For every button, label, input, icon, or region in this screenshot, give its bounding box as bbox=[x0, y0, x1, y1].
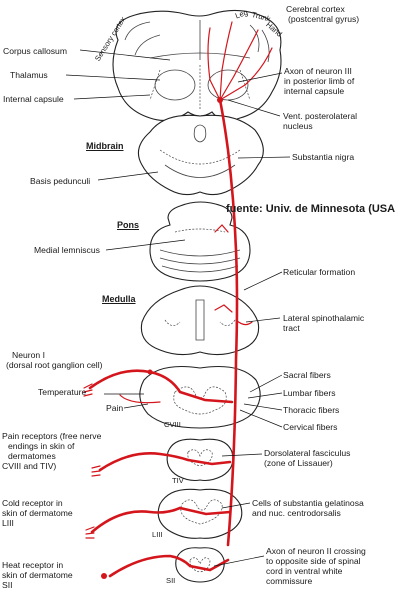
pain-receptors-label-4: CVIII and TIV) bbox=[2, 461, 57, 471]
axon-neuron-iii-label-3: internal capsule bbox=[284, 86, 345, 96]
spinal-cord-tiv bbox=[166, 438, 234, 482]
basis-pedunculi-label: Basis pedunculi bbox=[30, 176, 91, 186]
medulla-label: Medulla bbox=[102, 294, 136, 304]
cold-receptor-label-1: Cold receptor in bbox=[2, 498, 63, 508]
axon-neuron-ii-label-4: commissure bbox=[266, 576, 313, 586]
medial-lemniscus-label: Medial lemniscus bbox=[34, 245, 100, 255]
pain-receptors-label-1: Pain receptors (free nerve bbox=[2, 431, 102, 441]
pons-label: Pons bbox=[117, 220, 140, 230]
axon-neuron-ii-label-2: to opposite side of spinal bbox=[266, 556, 361, 566]
lateral-spinothalamic-label-1: Lateral spinothalamic bbox=[283, 313, 365, 323]
cviii-level-label: CVIII bbox=[164, 420, 181, 429]
neuron-tiv bbox=[91, 452, 232, 477]
lateral-spinothalamic-label-2: tract bbox=[283, 323, 300, 333]
substantia-gelatinosa-label-1: Cells of substantia gelatinosa bbox=[252, 498, 364, 508]
midbrain-label: Midbrain bbox=[86, 141, 124, 151]
cold-receptor-label-2: skin of dermatome bbox=[2, 508, 73, 518]
lumbar-fibers-label: Lumbar fibers bbox=[283, 388, 336, 398]
substantia-gelatinosa-label-2: and nuc. centrodorsalis bbox=[252, 508, 341, 518]
dorsolateral-fasciculus-label-2: (zone of Lissauer) bbox=[264, 458, 333, 468]
temperature-label: Temperature bbox=[38, 387, 87, 397]
pain-receptors-label-3: dermatomes bbox=[8, 451, 56, 461]
substantia-nigra-label: Substantia nigra bbox=[292, 152, 355, 162]
reticular-formation-label: Reticular formation bbox=[283, 267, 356, 277]
pain-receptors-label-2: endings in skin of bbox=[8, 441, 75, 451]
neuron-i-cviii bbox=[83, 369, 234, 404]
pons-section bbox=[149, 201, 251, 282]
internal-capsule-label: Internal capsule bbox=[3, 94, 64, 104]
leader-lines bbox=[65, 49, 291, 567]
tiv-level-label: TIV bbox=[172, 476, 184, 485]
medulla-section bbox=[140, 285, 260, 356]
cerebral-cortex-label: Cerebral cortex bbox=[286, 4, 345, 14]
liii-level-label: LIII bbox=[152, 530, 163, 539]
thoracic-fibers-label: Thoracic fibers bbox=[283, 405, 340, 415]
brain-coronal-section bbox=[112, 9, 282, 121]
cervical-fibers-label: Cervical fibers bbox=[283, 422, 338, 432]
neuron-i-label: Neuron I bbox=[12, 350, 45, 360]
thalamus-label: Thalamus bbox=[10, 70, 48, 80]
pain-label: Pain bbox=[106, 403, 124, 413]
axon-neuron-ii-label-3: cord in ventral white bbox=[266, 566, 343, 576]
sacral-fibers-label: Sacral fibers bbox=[283, 370, 331, 380]
heat-receptor-label-2: skin of dermatome bbox=[2, 570, 73, 580]
spinothalamic-pathway bbox=[207, 21, 273, 547]
neuron-liii bbox=[85, 506, 232, 539]
axon-neuron-iii-label-1: Axon of neuron III bbox=[284, 66, 352, 76]
sii-level-label: SII bbox=[166, 576, 176, 585]
neuron-sii bbox=[101, 554, 230, 579]
postcentral-gyrus-label: (postcentral gyrus) bbox=[288, 14, 360, 24]
vpl-nucleus-label-1: Vent. posterolateral bbox=[283, 111, 358, 121]
axon-neuron-iii-label-2: in posterior limb of bbox=[284, 76, 355, 86]
dorsolateral-fasciculus-label-1: Dorsolateral fasciculus bbox=[264, 448, 351, 458]
corpus-callosum-label: Corpus callosum bbox=[3, 46, 67, 56]
heat-receptor-label-3: SII bbox=[2, 580, 13, 590]
dorsal-root-ganglion-label: (dorsal root ganglion cell) bbox=[6, 360, 103, 370]
source-credit: fuente: Univ. de Minnesota (USA bbox=[226, 203, 396, 215]
cold-receptor-label-3: LIII bbox=[2, 518, 14, 528]
midbrain-section bbox=[137, 114, 264, 196]
heat-receptor-label-1: Heat receptor in bbox=[2, 560, 64, 570]
axon-neuron-ii-label-1: Axon of neuron II crossing bbox=[266, 546, 366, 556]
vpl-nucleus-label-2: nucleus bbox=[283, 121, 313, 131]
